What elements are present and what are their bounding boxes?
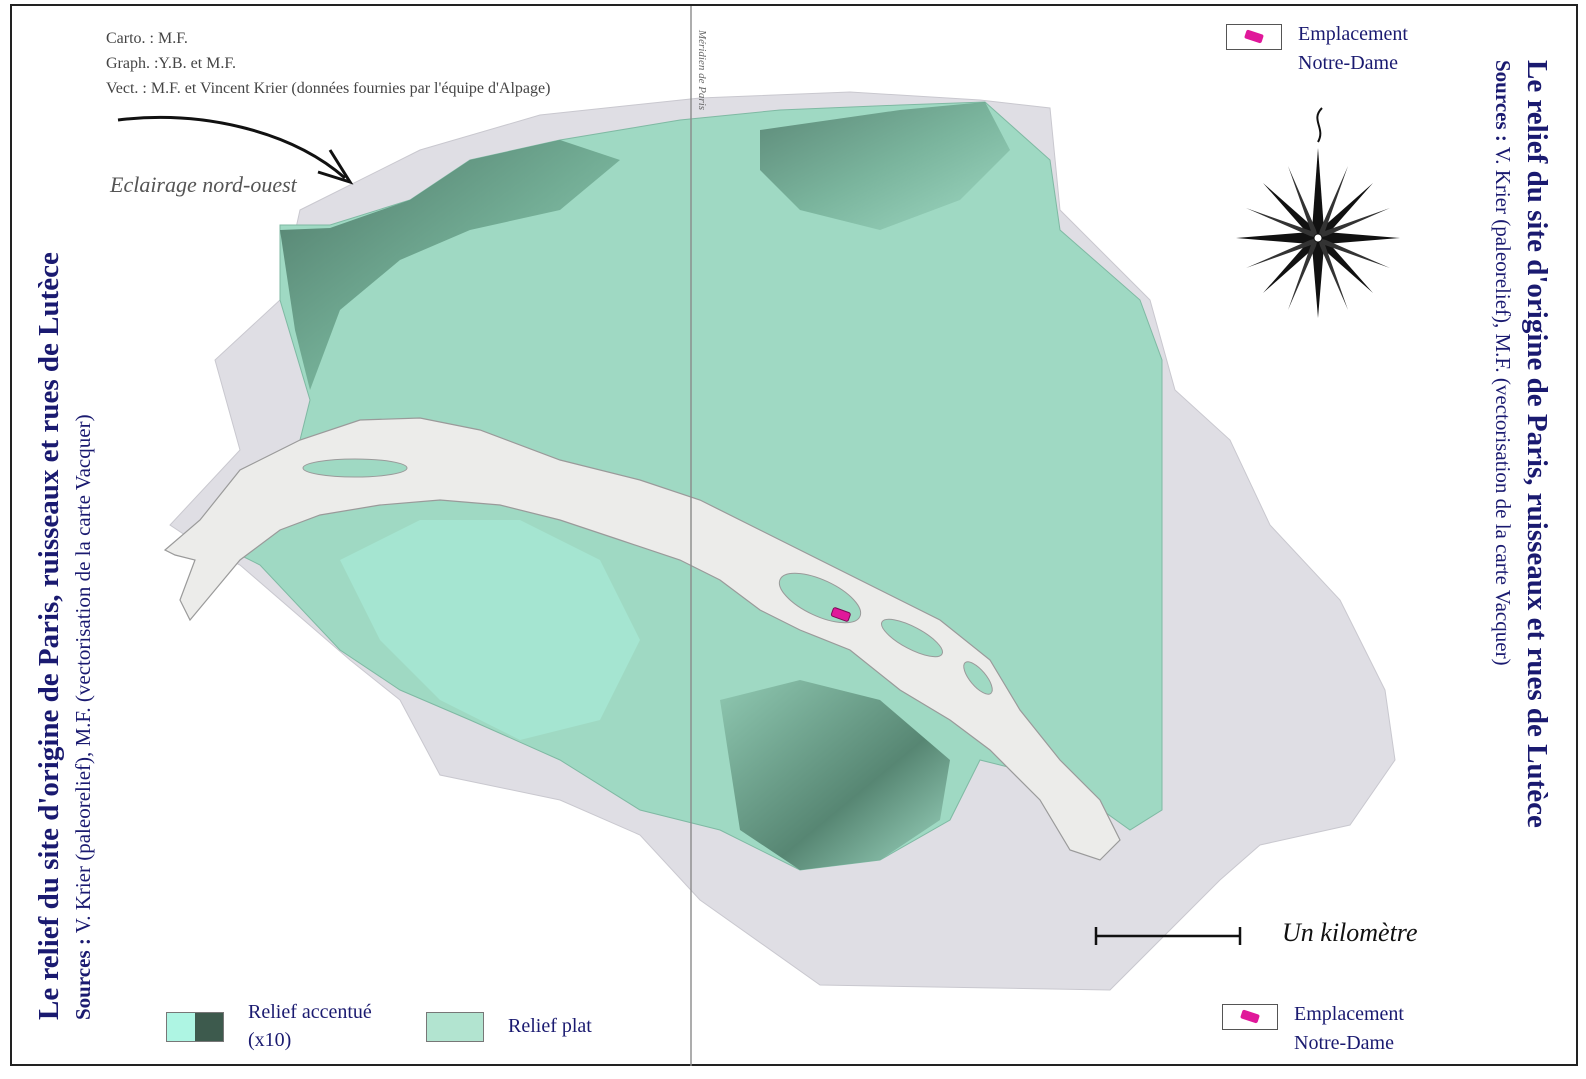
lighting-arrow (117, 116, 346, 180)
vertical-title-left: Le relief du site d'origine de Paris, ru… (30, 252, 98, 1020)
compass-rose-icon (1236, 107, 1400, 318)
notre-dame-legend-line2: Notre-Dame (1294, 1032, 1394, 1054)
notre-dame-legend-line2: Notre-Dame (1298, 52, 1398, 74)
notre-dame-legend-bottom: Emplacement Notre-Dame (1222, 1000, 1404, 1058)
meridian-label: Méridien de Paris (696, 30, 708, 111)
lighting-label: Eclairage nord-ouest (110, 172, 297, 197)
map-title-left: Le relief du site d'origine de Paris, ru… (33, 252, 65, 1020)
credit-vect: Vect. : M.F. et Vincent Krier (données f… (106, 80, 551, 97)
river-island-west (302, 458, 408, 478)
legend-flat: Relief plat (426, 1012, 592, 1042)
ile-saint-louis (881, 618, 943, 658)
map-frame (10, 4, 1578, 1066)
light-plateau (340, 520, 640, 740)
map-sources-left: Sources : V. Krier (paleorelief), M.F. (… (71, 414, 95, 1020)
north-ridge-relief (280, 140, 620, 390)
credit-graph: Graph. :Y.B. et M.F. (106, 55, 236, 72)
notre-dame-marker (830, 607, 851, 622)
scale-label: Un kilomètre (1282, 918, 1418, 947)
pink-rectangle-icon (1226, 24, 1282, 50)
map-title-right: Le relief du site d'origine de Paris, ru… (1521, 60, 1553, 828)
legend-flat-label: Relief plat (508, 1015, 592, 1037)
scale-bar (1094, 927, 1242, 945)
notre-dame-legend-top: Emplacement Notre-Dame (1226, 20, 1408, 78)
lighting-arrow-head (317, 149, 354, 185)
map-sources-right: Sources : V. Krier (paleorelief), M.F. (… (1491, 60, 1515, 666)
river-island-east (963, 661, 993, 695)
legend-accentuated-line1: Relief accentué (248, 1001, 372, 1023)
notre-dame-legend-line1: Emplacement (1298, 23, 1408, 45)
north-ridge-relief-2 (760, 102, 1010, 230)
pink-rectangle-icon (1222, 1004, 1278, 1030)
legend-accentuated: Relief accentué (x10) (166, 998, 372, 1054)
map-credits: Carto. : M.F. Graph. :Y.B. et M.F. Vect.… (106, 26, 550, 101)
flat-swatch (426, 1012, 484, 1042)
south-hill-relief (720, 680, 950, 870)
notre-dame-legend-line1: Emplacement (1294, 1003, 1404, 1025)
accentuated-swatch (166, 1012, 224, 1042)
credit-carto: Carto. : M.F. (106, 30, 188, 47)
legend-accentuated-line2: (x10) (248, 1029, 292, 1051)
vertical-title-right: Le relief du site d'origine de Paris, ru… (1488, 60, 1556, 828)
